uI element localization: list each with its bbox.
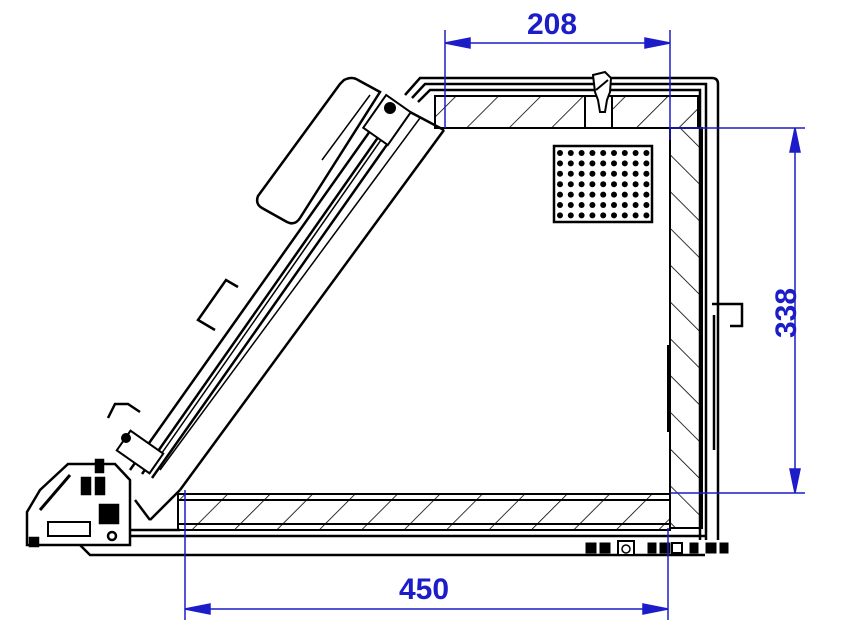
bottom-fittings-icon [585,540,729,556]
lower-hinge-icon [115,429,165,475]
slanted-door [128,99,446,521]
control-box [255,76,382,225]
top-insulation [434,95,699,129]
front-control-block [25,458,132,548]
lower-handle-icon [106,402,141,419]
upper-hinge-icon [361,93,413,147]
dimension-height: 338 [770,287,803,339]
base-frame [79,528,706,557]
right-insulation [669,127,703,529]
door-handle-icon [196,278,239,332]
dimension-lines [184,30,805,620]
top-latch-icon [591,70,613,113]
side-handle-icon [712,302,744,450]
dimension-width-top: 208 [527,8,578,41]
perforated-panel [552,144,654,224]
bottom-insulation [177,493,671,531]
dimension-width-bottom: 450 [399,573,450,606]
